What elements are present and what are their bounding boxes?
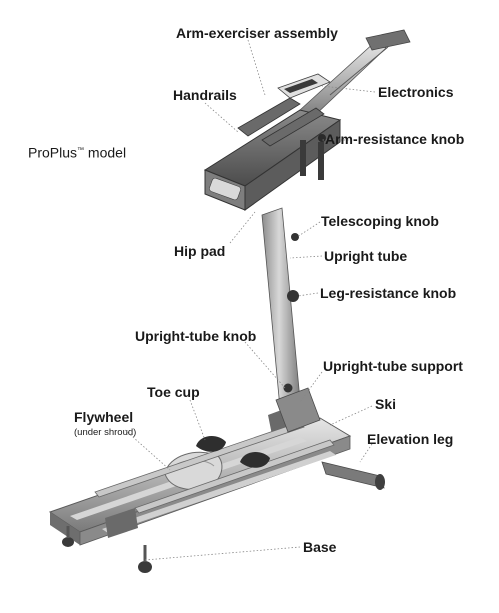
toe-cup (196, 436, 270, 468)
model-name: ProPlus (28, 144, 78, 161)
label-toe-cup: Toe cup (147, 384, 200, 400)
hip-pad (203, 109, 342, 211)
label-telescoping-knob: Telescoping knob (321, 213, 439, 229)
label-flywheel: Flywheel (74, 409, 134, 425)
upright-tube (261, 207, 321, 433)
label-upright-tube-support: Upright-tube support (323, 358, 463, 374)
label-upright-tube-knob: Upright-tube knob (135, 328, 257, 344)
trademark-mark: ™ (77, 147, 85, 154)
flywheel-shroud (164, 451, 223, 490)
label-flywheel-note: (under shroud) (74, 427, 137, 438)
label-hip-pad: Hip pad (174, 243, 226, 259)
label-handrails: Handrails (173, 87, 237, 103)
label-base: Base (303, 539, 337, 555)
label-electronics: Electronics (378, 84, 454, 100)
label-leg-resistance-knob: Leg-resistance knob (320, 285, 457, 301)
base-wheels (62, 526, 152, 573)
elevation-leg (321, 461, 385, 490)
label-arm-resistance-knob: Arm-resistance knob (325, 131, 465, 147)
electronics-console (277, 73, 331, 99)
model-label: ProPlus™ model (28, 143, 126, 161)
label-upright-tube: Upright tube (324, 248, 408, 264)
label-ski: Ski (375, 396, 397, 412)
arm-exerciser-rail (299, 29, 411, 119)
handrails (237, 97, 325, 147)
model-suffix: model (84, 144, 127, 161)
label-elevation-leg: Elevation leg (367, 431, 454, 447)
label-arm-exerciser-assembly: Arm-exerciser assembly (176, 25, 338, 41)
leader-lines (124, 39, 376, 561)
